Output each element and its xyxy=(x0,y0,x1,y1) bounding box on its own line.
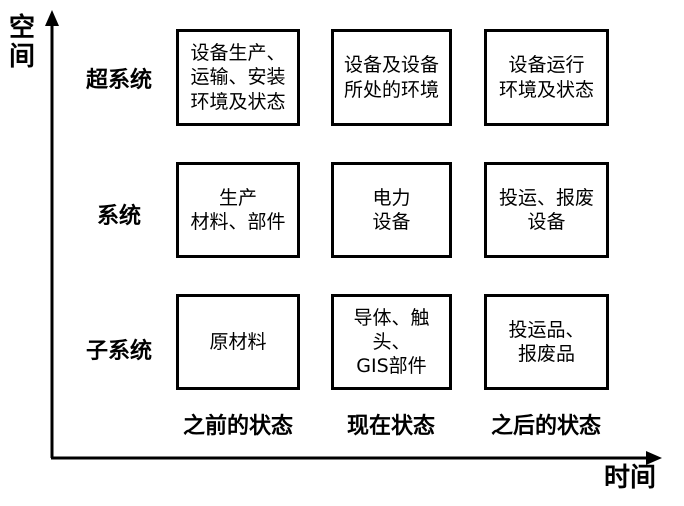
cell-subsystem-after: 投运品、 报废品 xyxy=(484,294,609,390)
cell-subsystem-before: 原材料 xyxy=(176,294,300,390)
column-label-after: 之后的状态 xyxy=(490,414,601,439)
cell-system-now: 电力 设备 xyxy=(331,162,452,258)
row-label-supersystem: 超系统 xyxy=(85,68,152,93)
x-axis-arrow xyxy=(646,451,662,465)
cell-text: 设备生产、 运输、安装 环境及状态 xyxy=(190,42,286,113)
y-axis-arrow xyxy=(45,10,59,26)
column-label-now: 现在状态 xyxy=(346,414,435,439)
cell-supersystem-now: 设备及设备 所处的环境 xyxy=(331,29,452,126)
cell-text: 导体、触头、 GIS部件 xyxy=(353,306,430,378)
cell-text: 投运品、 报废品 xyxy=(508,318,585,365)
column-label-before: 之前的状态 xyxy=(182,414,293,439)
cell-text: 生产 材料、部件 xyxy=(190,186,286,233)
cell-text: 设备及设备 所处的环境 xyxy=(343,54,439,101)
cell-text: 原材料 xyxy=(209,330,267,353)
cell-text: 投运、报废 设备 xyxy=(498,186,594,233)
cell-supersystem-after: 设备运行 环境及状态 xyxy=(484,29,609,126)
cell-subsystem-now: 导体、触头、 GIS部件 xyxy=(331,294,452,390)
cell-text: 设备运行 环境及状态 xyxy=(498,54,594,101)
row-label-subsystem: 子系统 xyxy=(85,339,152,364)
cell-system-after: 投运、报废 设备 xyxy=(484,162,609,258)
cell-supersystem-before: 设备生产、 运输、安装 环境及状态 xyxy=(176,29,300,126)
x-axis-title: 时间 xyxy=(604,463,657,493)
cell-text: 电力 设备 xyxy=(372,186,411,233)
cell-system-before: 生产 材料、部件 xyxy=(176,162,300,258)
y-axis-title: 空 间 xyxy=(8,13,35,72)
row-label-system: 系统 xyxy=(96,204,141,229)
